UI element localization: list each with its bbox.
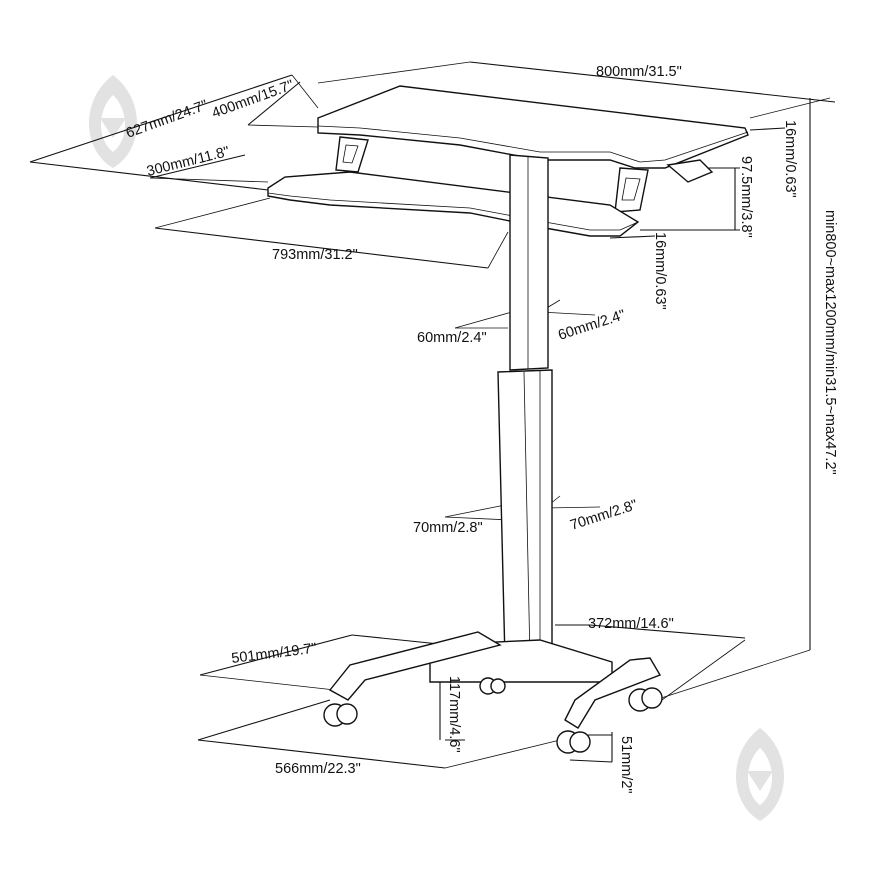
label-top-depth: 400mm/15.7" bbox=[210, 77, 296, 121]
desk-top-brackets bbox=[335, 136, 649, 213]
label-base-depth: 501mm/19.7" bbox=[231, 641, 318, 667]
label-base-inner: 372mm/14.6" bbox=[588, 616, 674, 632]
label-top-thickness: 16mm/0.63" bbox=[782, 120, 798, 198]
label-base-width: 566mm/22.3" bbox=[275, 761, 361, 777]
keyboard-tray bbox=[267, 171, 640, 237]
label-upper-column-a: 60mm/2.4" bbox=[417, 330, 487, 346]
watermark-logo-icon-top bbox=[88, 75, 138, 168]
lower-column bbox=[497, 369, 553, 661]
label-keyboard-thickness: 16mm/0.63" bbox=[652, 232, 668, 310]
label-top-width: 800mm/31.5" bbox=[596, 64, 682, 80]
label-caster-height: 51mm/2" bbox=[618, 736, 634, 794]
desk-top bbox=[317, 85, 749, 169]
casters bbox=[323, 677, 663, 754]
label-lower-column-a: 70mm/2.8" bbox=[413, 520, 483, 536]
label-upper-column-b: 60mm/2.4" bbox=[556, 307, 627, 344]
base-frame bbox=[328, 631, 662, 729]
watermark-logo-icon-bottom bbox=[735, 728, 785, 821]
label-top-gap: 97.5mm/3.8" bbox=[738, 156, 754, 238]
label-keyboard-width: 793mm/31.2" bbox=[272, 247, 358, 263]
label-base-height: 117mm/4.6" bbox=[446, 676, 462, 753]
label-height-range: min800~max1200mm/min31.5~max47.2" bbox=[822, 210, 838, 475]
height-lever bbox=[666, 159, 714, 183]
upper-column bbox=[509, 154, 549, 371]
label-keyboard-depth: 300mm/11.8" bbox=[145, 144, 231, 180]
label-lower-column-b: 70mm/2.8" bbox=[568, 497, 639, 534]
